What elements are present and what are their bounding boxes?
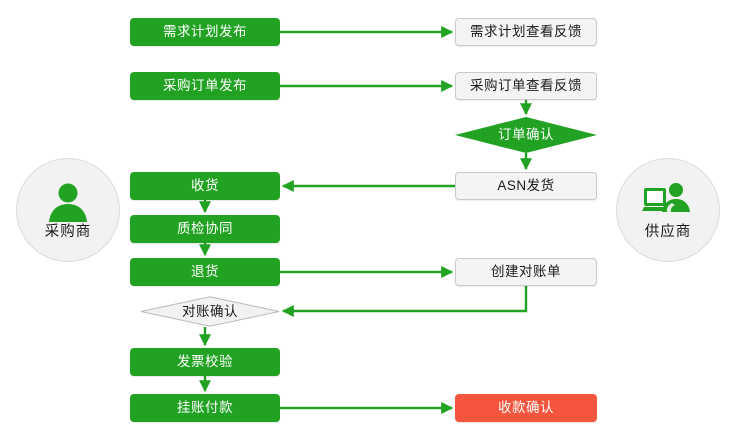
node-label: 采购订单发布 bbox=[163, 78, 247, 94]
person-icon bbox=[49, 183, 87, 223]
edge-n10-n11 bbox=[281, 286, 528, 317]
node-label: 需求计划发布 bbox=[163, 24, 247, 40]
node-goods-receipt[interactable]: 收货 bbox=[130, 172, 280, 200]
actor-buyer: 采购商 bbox=[16, 158, 120, 262]
node-create-reconciliation-statement[interactable]: 创建对账单 bbox=[455, 258, 597, 286]
node-label: 收款确认 bbox=[498, 400, 554, 416]
node-purchase-order-publish[interactable]: 采购订单发布 bbox=[130, 72, 280, 100]
diamond-shape bbox=[455, 117, 597, 153]
node-asn-shipment[interactable]: ASN发货 bbox=[455, 172, 597, 200]
node-demand-plan-view-feedback[interactable]: 需求计划查看反馈 bbox=[455, 18, 597, 46]
node-label: 对账确认 bbox=[182, 303, 238, 319]
node-invoice-verification[interactable]: 发票校验 bbox=[130, 348, 280, 376]
node-label: 质检协同 bbox=[177, 221, 233, 237]
node-label: 采购订单查看反馈 bbox=[470, 78, 582, 94]
node-quality-inspection-collaboration[interactable]: 质检协同 bbox=[130, 215, 280, 243]
node-label: 挂账付款 bbox=[177, 400, 233, 416]
node-label: 需求计划查看反馈 bbox=[470, 24, 582, 40]
diamond-shape bbox=[140, 296, 280, 327]
actor-supplier-label: 供应商 bbox=[644, 224, 692, 241]
node-demand-plan-publish[interactable]: 需求计划发布 bbox=[130, 18, 280, 46]
node-label: 发票校验 bbox=[177, 354, 233, 370]
node-label: ASN发货 bbox=[497, 178, 555, 194]
node-label: 收货 bbox=[191, 178, 219, 194]
node-purchase-order-view-feedback[interactable]: 采购订单查看反馈 bbox=[455, 72, 597, 100]
node-label: 退货 bbox=[191, 264, 219, 280]
node-accrual-payment[interactable]: 挂账付款 bbox=[130, 394, 280, 422]
actor-supplier: 供应商 bbox=[616, 158, 720, 262]
actor-buyer-label: 采购商 bbox=[44, 224, 92, 241]
node-reconciliation-confirm[interactable]: 对账确认 bbox=[140, 296, 280, 327]
node-label: 创建对账单 bbox=[491, 264, 561, 280]
node-payment-receipt-confirm[interactable]: 收款确认 bbox=[455, 394, 597, 422]
node-label: 订单确认 bbox=[498, 127, 554, 143]
node-order-confirm[interactable]: 订单确认 bbox=[455, 117, 597, 153]
node-return-goods[interactable]: 退货 bbox=[130, 258, 280, 286]
person-at-computer-icon bbox=[642, 183, 690, 214]
